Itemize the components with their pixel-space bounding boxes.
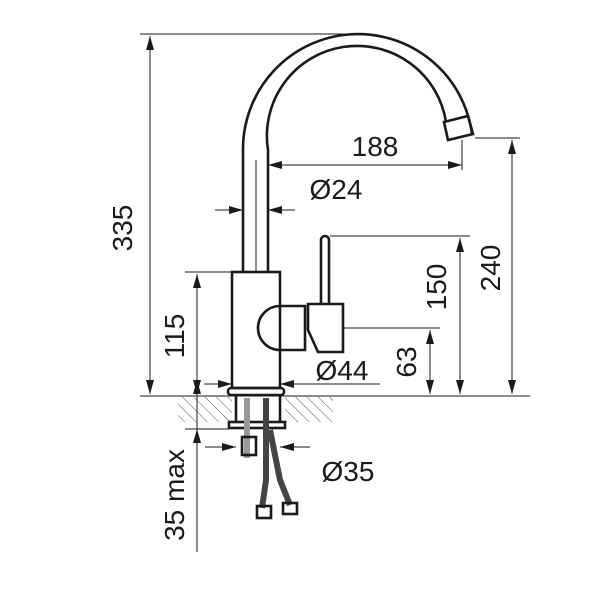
dim-spout-height: 240 (475, 245, 506, 292)
supply-hose (259, 398, 269, 509)
nut (240, 435, 258, 457)
hose-nut (281, 501, 299, 516)
dim-counter-thickness: 35 max (159, 449, 190, 541)
hose-nut (255, 504, 273, 520)
dim-hole-diameter: Ø35 (322, 456, 375, 487)
dim-handle-axis-height: 63 (391, 346, 422, 377)
supply-hose (267, 429, 293, 507)
dim-spout-reach: 188 (352, 131, 399, 162)
dim-total-height: 335 (107, 205, 138, 252)
spout-aerator (442, 114, 475, 142)
dim-spout-diameter: Ø24 (310, 174, 363, 205)
dim-handle-height: 150 (421, 264, 452, 311)
handle-body (306, 302, 345, 354)
dimension-lines (140, 33, 520, 552)
dim-body-height: 115 (159, 314, 190, 359)
countertop (140, 395, 530, 422)
dim-body-diameter: Ø44 (316, 355, 369, 386)
handle-hub (256, 304, 307, 352)
threaded-rod (244, 398, 250, 458)
handle-lever (319, 234, 331, 303)
faucet-body (226, 32, 475, 520)
